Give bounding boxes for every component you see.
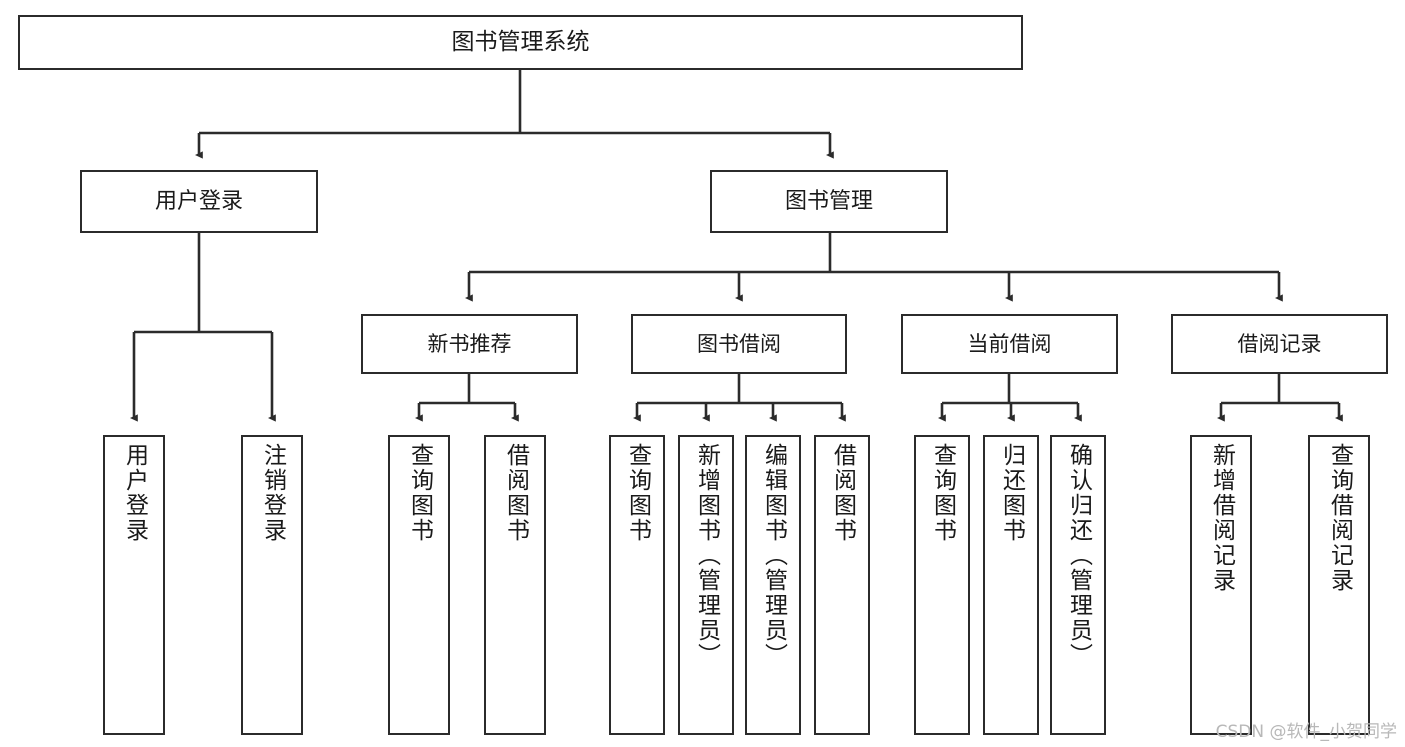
node-label-book-borrow: 图书借阅	[697, 331, 781, 356]
leaf-query-borrow-record[interactable]: 查询借阅记录	[1308, 435, 1370, 735]
leaf-label-query-book-current: 查询图书	[929, 443, 956, 543]
leaf-query-book-current[interactable]: 查询图书	[914, 435, 970, 735]
leaf-edit-book-admin[interactable]: 编辑图书（管理员）	[745, 435, 801, 735]
node-new-book-recommend[interactable]: 新书推荐	[361, 314, 578, 374]
leaf-add-borrow-record[interactable]: 新增借阅记录	[1190, 435, 1252, 735]
leaf-label-user-login: 用户登录	[121, 443, 148, 543]
node-label-root-system: 图书管理系统	[451, 29, 590, 56]
leaf-label-query-book-borrow: 查询图书	[624, 443, 651, 543]
node-label-borrow-record: 借阅记录	[1237, 331, 1322, 356]
leaf-label-return-book: 归还图书	[998, 443, 1025, 543]
leaf-borrow-book[interactable]: 借阅图书	[814, 435, 870, 735]
leaf-label-borrow-book: 借阅图书	[829, 443, 856, 543]
node-label-book-management: 图书管理	[784, 188, 873, 214]
node-label-current-borrow: 当前借阅	[967, 331, 1052, 356]
leaf-add-book-admin[interactable]: 新增图书（管理员）	[678, 435, 734, 735]
leaf-label-query-borrow-record: 查询借阅记录	[1326, 443, 1353, 593]
leaf-user-login[interactable]: 用户登录	[103, 435, 165, 735]
leaf-confirm-return-admin[interactable]: 确认归还（管理员）	[1050, 435, 1106, 735]
leaf-label-confirm-return-admin: 确认归还（管理员）	[1065, 443, 1092, 668]
leaf-logout[interactable]: 注销登录	[241, 435, 303, 735]
node-book-management[interactable]: 图书管理	[710, 170, 948, 233]
leaf-return-book[interactable]: 归还图书	[983, 435, 1039, 735]
leaf-query-book-borrow[interactable]: 查询图书	[609, 435, 665, 735]
leaf-label-add-book-admin: 新增图书（管理员）	[693, 443, 720, 668]
leaf-label-query-book-recommend: 查询图书	[406, 443, 433, 543]
leaf-borrow-book-recommend[interactable]: 借阅图书	[484, 435, 546, 735]
node-label-user-login: 用户登录	[154, 188, 243, 214]
node-borrow-record[interactable]: 借阅记录	[1171, 314, 1388, 374]
node-root-system[interactable]: 图书管理系统	[18, 15, 1023, 70]
leaf-query-book-recommend[interactable]: 查询图书	[388, 435, 450, 735]
node-label-new-book-recommend: 新书推荐	[427, 331, 512, 356]
node-book-borrow[interactable]: 图书借阅	[631, 314, 847, 374]
node-current-borrow[interactable]: 当前借阅	[901, 314, 1118, 374]
csdn-watermark: CSDN @软件_小贺同学	[1215, 722, 1397, 742]
leaf-label-add-borrow-record: 新增借阅记录	[1208, 443, 1235, 593]
leaf-label-borrow-book-recommend: 借阅图书	[502, 443, 529, 543]
node-user-login[interactable]: 用户登录	[80, 170, 318, 233]
leaf-label-logout: 注销登录	[259, 443, 286, 543]
leaf-label-edit-book-admin: 编辑图书（管理员）	[760, 443, 787, 668]
